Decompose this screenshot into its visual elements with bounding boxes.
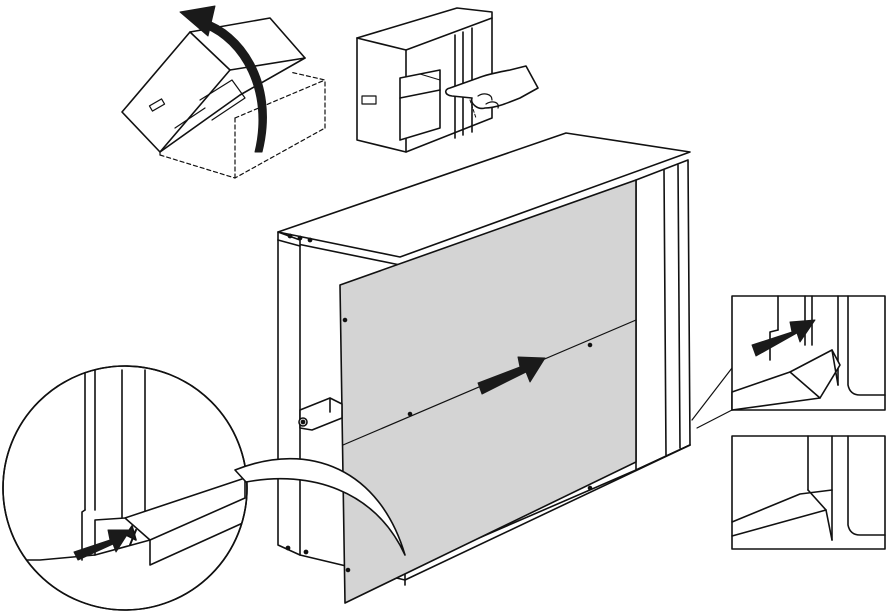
cabinet-right-side	[635, 159, 691, 471]
callout-swoosh	[234, 457, 406, 556]
cabinet-top	[277, 132, 691, 258]
hand-icon	[444, 65, 539, 119]
detail-right-bottom	[731, 435, 886, 550]
slide-right-arrow-icon	[477, 356, 546, 395]
detail-right-top	[691, 295, 886, 429]
small-cabinet	[356, 7, 493, 153]
tilted-box	[121, 17, 306, 153]
bracket-handle	[298, 397, 343, 431]
cabinet-left-side	[277, 231, 301, 556]
flip-box-illustration	[121, 5, 326, 179]
push-right-arrow-icon-left	[73, 529, 131, 561]
press-panel-illustration	[356, 7, 539, 153]
main-cabinet	[277, 132, 691, 604]
detail-left	[2, 365, 406, 611]
push-right-arrow-icon-right	[751, 319, 816, 357]
dashed-cabinet-outline	[159, 71, 326, 179]
rotation-arrow-icon	[179, 5, 267, 153]
